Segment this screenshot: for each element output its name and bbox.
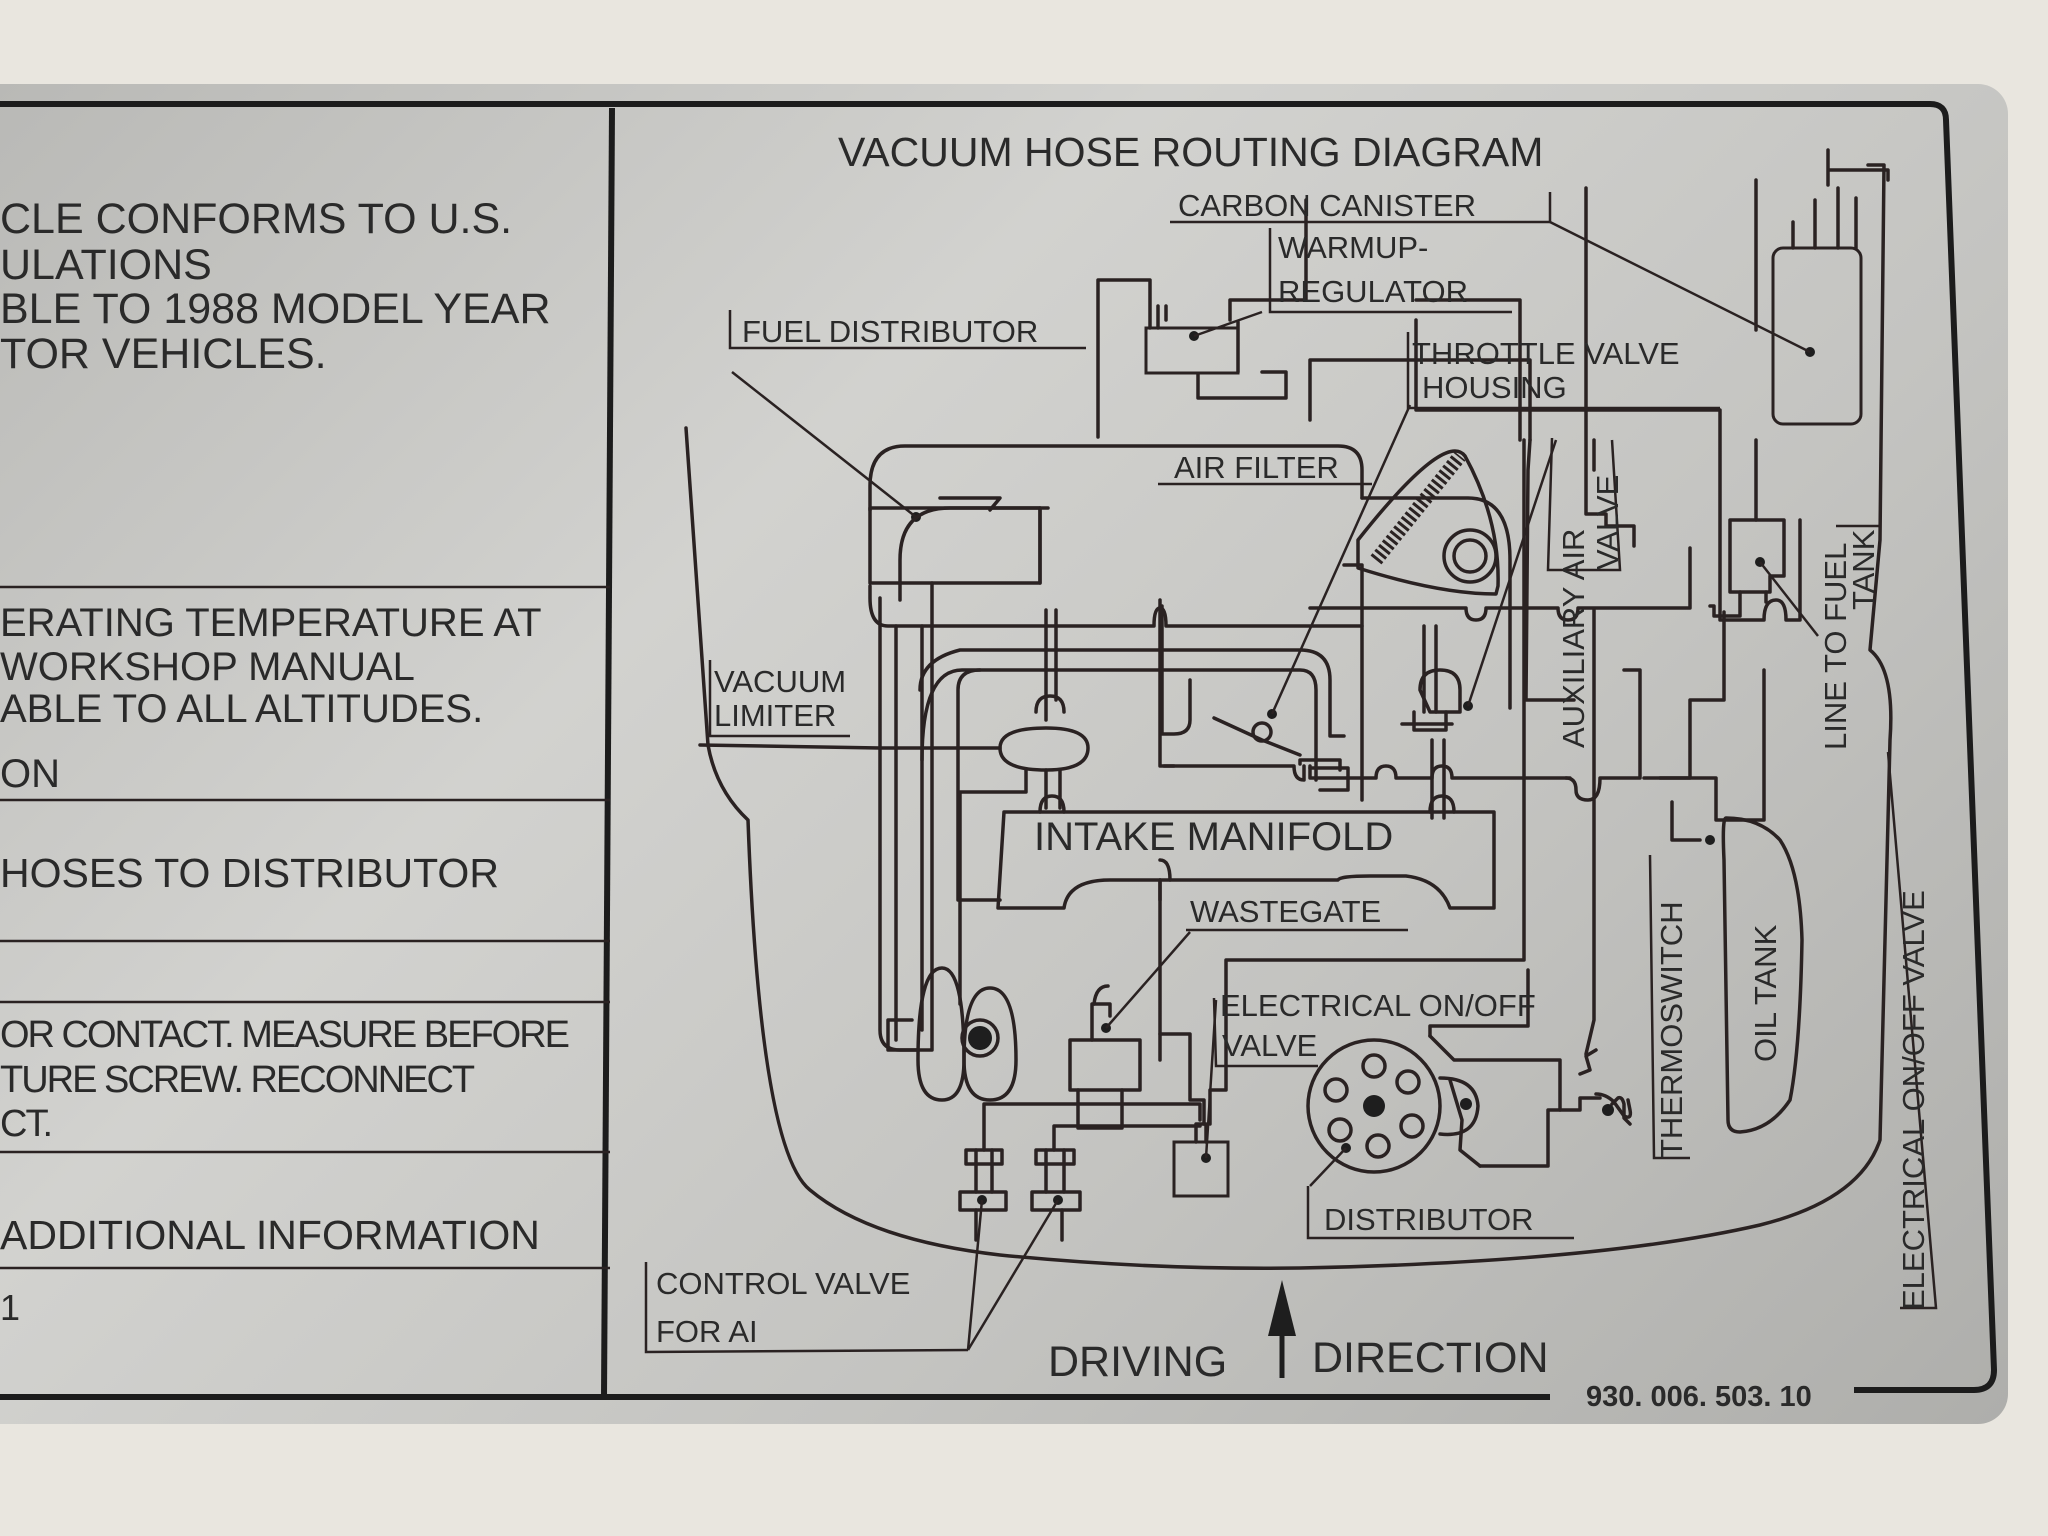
label-electrical-onoff-valve: ELECTRICAL ON/OFF VALVE <box>1896 890 1931 1310</box>
driving-direction-arrow <box>1268 1280 1296 1378</box>
label-warmup-1: WARMUP- <box>1278 230 1428 265</box>
temperature-line-1: ERATING TEMPERATURE AT <box>0 601 542 645</box>
contact-line-3: CT. <box>0 1103 51 1145</box>
label-driving: DRIVING <box>1048 1338 1227 1386</box>
diagram-labels: CARBON CANISTER WARMUP- REGULATOR FUEL D… <box>656 188 1931 1386</box>
fuel-distributor <box>731 371 1042 585</box>
label-fuel-distributor: FUEL DISTRIBUTOR <box>742 314 1038 349</box>
left-panel-grid <box>0 585 610 1270</box>
label-control-valve-1: CONTROL VALVE <box>656 1266 910 1301</box>
label-electrical-valve-1: ELECTRICAL ON/OFF <box>1220 988 1536 1023</box>
hoses-to-distributor: HOSES TO DISTRIBUTOR <box>0 850 499 896</box>
panel-divider <box>601 107 615 1398</box>
oil-tank <box>1670 800 1804 1134</box>
contact-line-2: TURE SCREW. RECONNECT <box>0 1059 475 1101</box>
conformity-line-1: CLE CONFORMS TO U.S. <box>0 195 512 243</box>
label-frames <box>644 192 1938 1354</box>
label-air-filter: AIR FILTER <box>1174 450 1339 485</box>
emission-label-sticker <box>0 84 2008 1424</box>
control-valves-ai <box>958 1102 1202 1351</box>
label-auxiliary-2: VALVE <box>1590 475 1625 570</box>
engine-bay-outline <box>684 163 1893 1270</box>
temperature-line-3: ABLE TO ALL ALTITUDES. <box>0 687 483 731</box>
air-filter-element <box>1356 449 1500 596</box>
label-line-to-fuel-1: LINE TO FUEL <box>1818 543 1853 750</box>
label-vacuum-1: VACUUM <box>714 664 846 699</box>
throttle-butterfly <box>1442 528 1498 584</box>
contact-line-1: OR CONTACT. MEASURE BEFORE <box>0 1014 569 1056</box>
label-warmup-2: REGULATOR <box>1278 274 1468 309</box>
conformity-line-4: TOR VEHICLES. <box>0 330 327 378</box>
pressure-tanks <box>878 596 1018 1102</box>
label-wastegate: WASTEGATE <box>1190 894 1381 929</box>
label-vacuum-2: LIMITER <box>714 698 836 733</box>
label-intake-manifold: INTAKE MANIFOLD <box>1034 815 1393 859</box>
label-line-to-fuel-2: TANK <box>1846 529 1881 610</box>
label-throttle-2: HOUSING <box>1422 370 1567 405</box>
part-number: 930. 006. 503. 10 <box>1586 1381 1812 1413</box>
temperature-line-2: WORKSHOP MANUAL <box>0 645 415 689</box>
outer-frame <box>0 101 1998 1393</box>
conformity-line-2: ULATIONS <box>0 241 212 289</box>
vacuum-limiter-device <box>998 726 1090 772</box>
footer-digit: 1 <box>0 1287 20 1328</box>
carbon-canister <box>1549 148 1890 426</box>
label-control-valve-2: FOR AI <box>656 1314 758 1349</box>
label-distributor: DISTRIBUTOR <box>1324 1202 1534 1237</box>
diagram-title: VACUUM HOSE ROUTING DIAGRAM <box>838 129 1543 175</box>
label-electrical-valve-2: VALVE <box>1222 1028 1317 1063</box>
warmup-regulator <box>1096 278 1288 439</box>
thermoswitch <box>1578 608 1633 1126</box>
conformity-line-3: BLE TO 1988 MODEL YEAR <box>0 285 551 333</box>
left-panel-text: CLE CONFORMS TO U.S. ULATIONS BLE TO 198… <box>0 195 571 1328</box>
label-oil-tank: OIL TANK <box>1748 924 1783 1062</box>
label-direction: DIRECTION <box>1312 1334 1549 1382</box>
label-thermoswitch: THERMOSWITCH <box>1654 901 1689 1158</box>
label-auxiliary-1: AUXILIARY AIR <box>1556 529 1591 748</box>
additional-information: ADDITIONAL INFORMATION <box>0 1212 540 1258</box>
label-carbon-canister: CARBON CANISTER <box>1178 188 1476 223</box>
distributor <box>1306 968 1602 1187</box>
wastegate <box>1068 878 1191 1130</box>
on-text: ON <box>0 752 60 796</box>
label-throttle-1: THROTTLE VALVE <box>1412 336 1680 371</box>
